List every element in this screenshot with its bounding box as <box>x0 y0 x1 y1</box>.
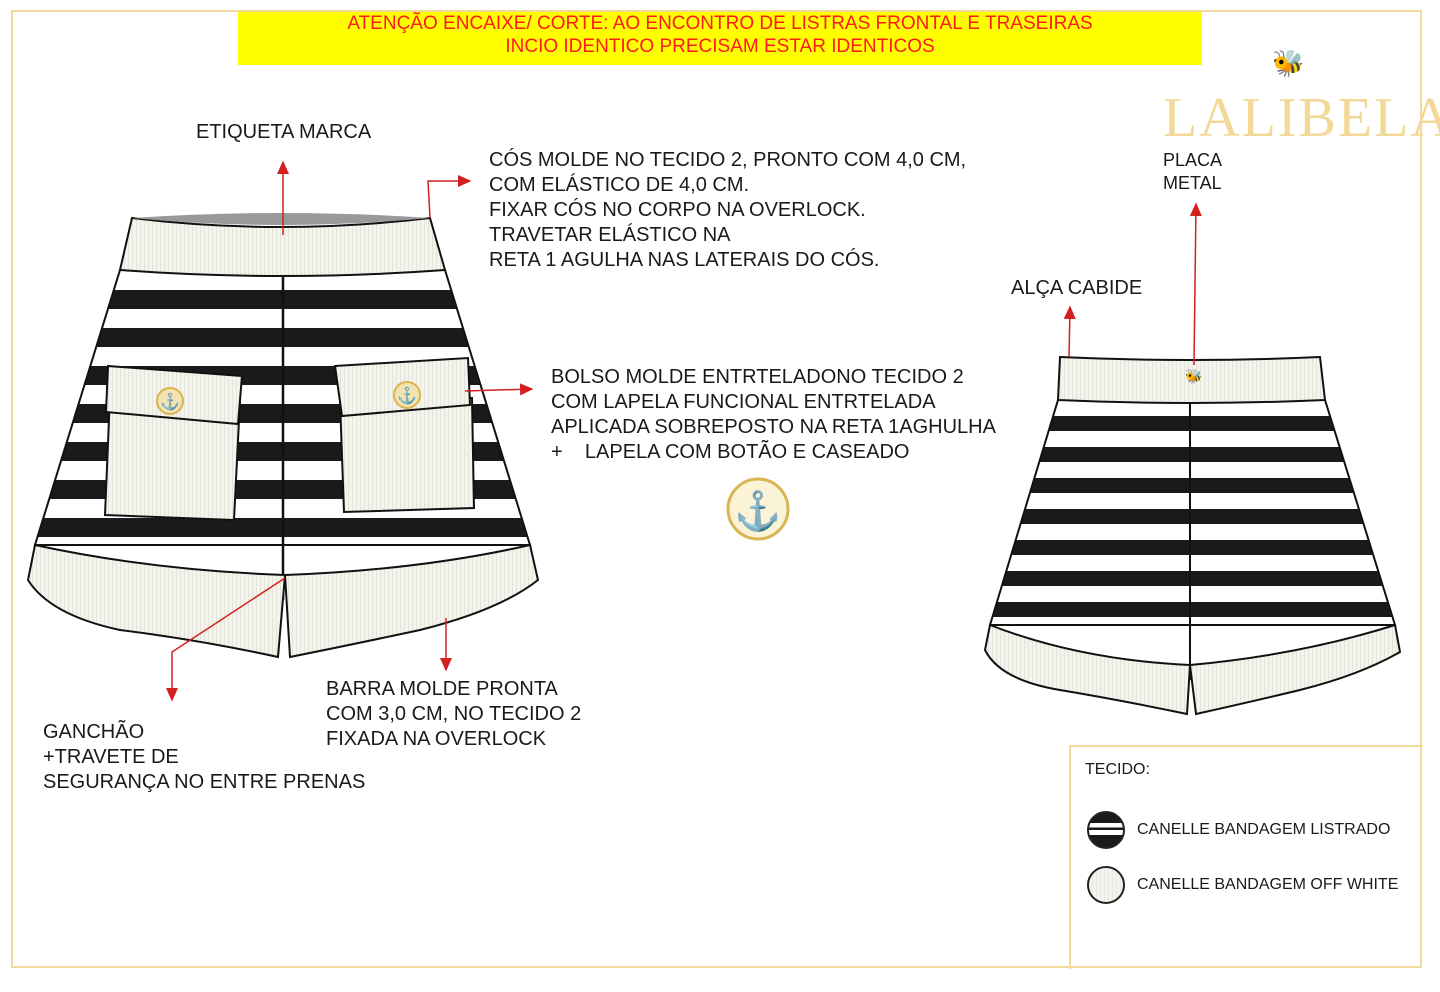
back-left-cuff <box>983 623 1192 716</box>
back-body <box>988 399 1397 626</box>
legend-label: CANELLE BANDAGEM LISTRADO <box>1137 821 1391 838</box>
annotation-arrows <box>166 160 1202 702</box>
note-etiqueta: ETIQUETA MARCA <box>196 121 372 143</box>
front-waistband <box>118 216 447 277</box>
front-left-pocket: ⚓ <box>103 364 244 522</box>
fabric-legend: TECIDO: CANELLE BANDAGEM LISTRADO CANELL… <box>1069 745 1423 969</box>
banner-line-1: ATENÇÃO ENCAIXE/ CORTE: AO ENCONTRO DE L… <box>347 13 1093 34</box>
offwhite-swatch-icon <box>1087 866 1125 904</box>
legend-label: CANELLE BANDAGEM OFF WHITE <box>1137 876 1399 893</box>
svg-text:⚓: ⚓ <box>160 392 180 411</box>
note-barra: BARRA MOLDE PRONTA COM 3,0 CM, NO TECIDO… <box>326 678 582 750</box>
back-shorts-drawing: 🐝 <box>983 355 1402 716</box>
page-frame <box>11 10 1422 968</box>
svg-text:⚓: ⚓ <box>734 489 781 533</box>
legend-title: TECIDO: <box>1085 761 1150 778</box>
note-gancho: GANCHÃO +TRAVETE DE SEGURANÇA NO ENTRE P… <box>43 721 366 793</box>
note-bolso: BOLSO MOLDE ENTRTELADONO TECIDO 2 COM LA… <box>551 366 996 463</box>
front-right-pocket: ⚓ <box>333 356 476 514</box>
anchor-button-reference-icon: ⚓ <box>726 477 790 541</box>
front-right-cuff <box>283 543 540 659</box>
metal-plate-bee-icon: 🐝 <box>1185 368 1202 385</box>
note-alca: ALÇA CABIDE <box>1011 277 1143 299</box>
note-cos: CÓS MOLDE NO TECIDO 2, PRONTO COM 4,0 CM… <box>489 149 967 271</box>
legend-item-striped: CANELLE BANDAGEM LISTRADO <box>1087 811 1390 849</box>
warning-banner: ATENÇÃO ENCAIXE/ CORTE: AO ENCONTRO DE L… <box>238 12 1202 65</box>
front-shorts-drawing: ⚓ ⚓ <box>26 213 540 659</box>
svg-text:⚓: ⚓ <box>397 386 417 405</box>
back-waistband <box>1056 355 1327 404</box>
note-placa: PLACA METAL <box>1163 150 1223 193</box>
front-left-cuff <box>26 543 287 659</box>
banner-line-2: INCIO IDENTICO PRECISAM ESTAR IDENTICOS <box>505 36 935 57</box>
striped-swatch-icon <box>1087 811 1125 849</box>
anchor-button-icon <box>393 381 421 409</box>
legend-item-offwhite: CANELLE BANDAGEM OFF WHITE <box>1087 866 1398 904</box>
back-right-cuff <box>1188 623 1402 716</box>
brand-bee-icon: 🐝 <box>1272 48 1305 78</box>
brand-logo: LALIBELA <box>1163 87 1440 149</box>
anchor-button-icon <box>156 387 184 415</box>
